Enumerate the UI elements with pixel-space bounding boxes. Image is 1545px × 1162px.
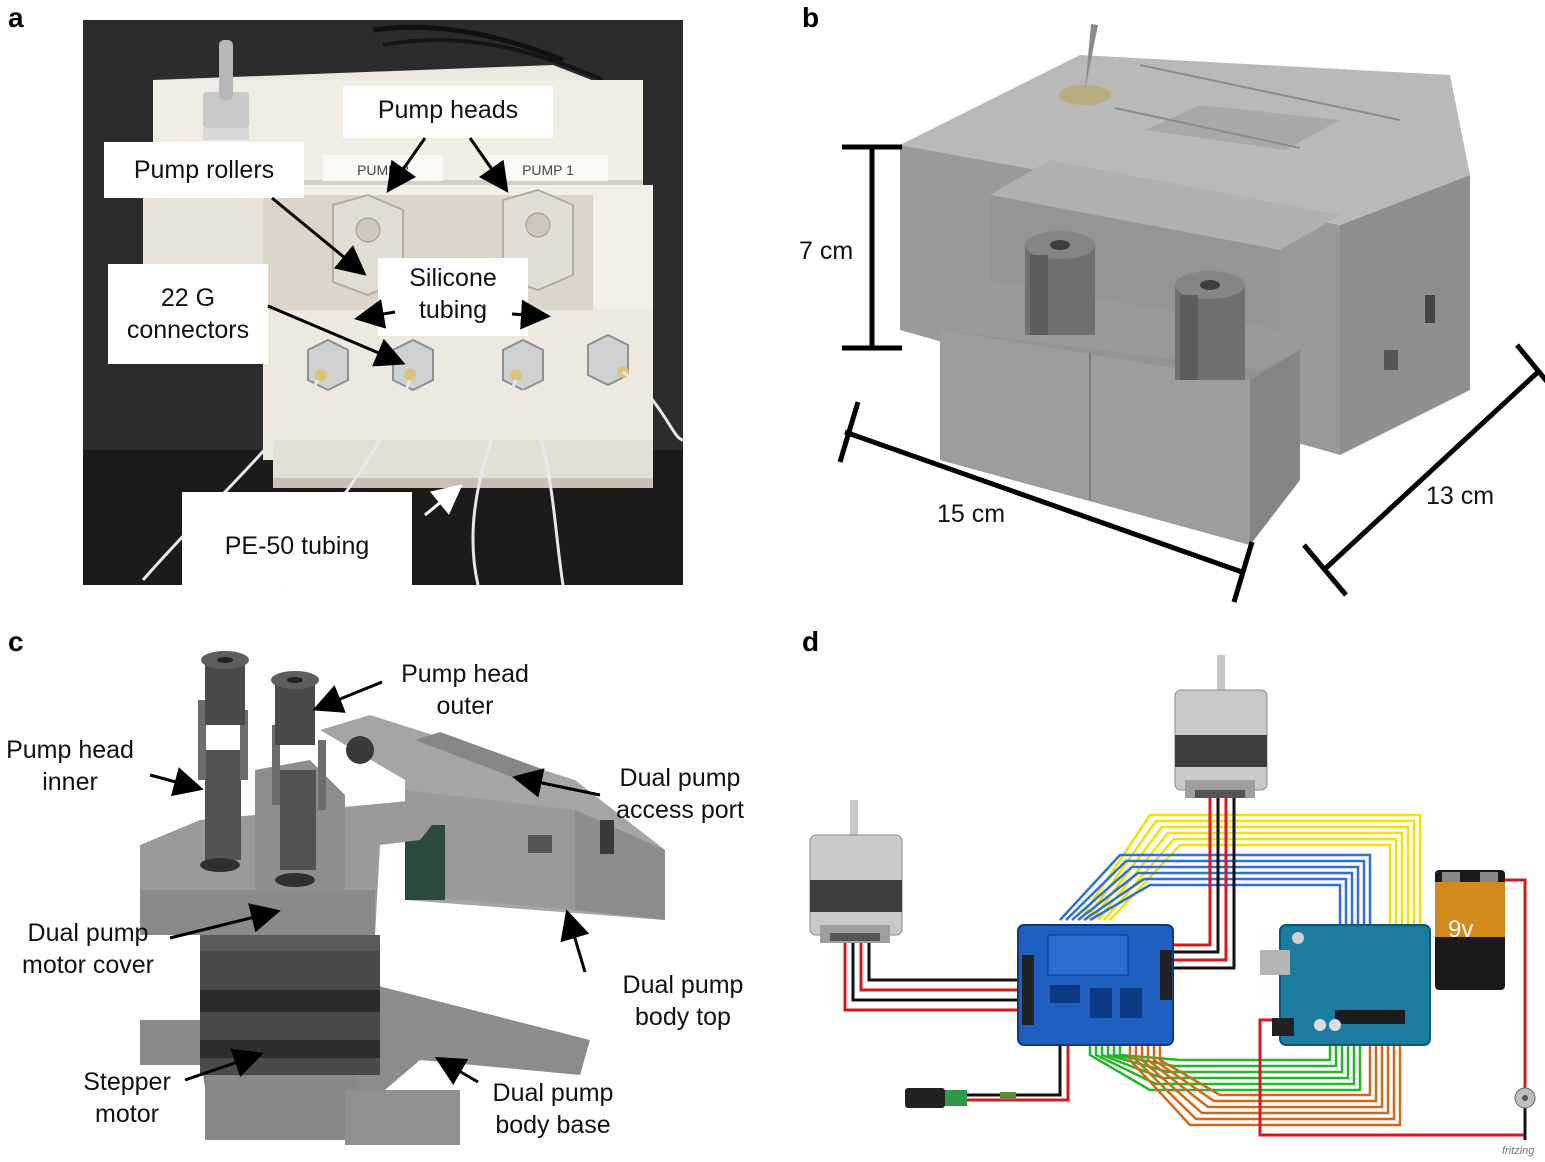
label-stepper: Stepper motor (62, 1066, 192, 1130)
dim-label-13cm: 13 cm (1426, 482, 1495, 510)
pump1-sticker: PUMP 1 (522, 162, 574, 178)
arrow-body-base (434, 1056, 479, 1086)
battery-9v (1435, 870, 1505, 990)
label-access-line1: Dual pump (619, 764, 741, 792)
label-silicone-line2: tubing (418, 296, 488, 324)
panel-c-arrows (149, 680, 601, 1086)
arrow-pump-head-2 (386, 137, 427, 193)
stepper-motor-left (809, 800, 903, 943)
label-head-inner: Pump head inner (0, 734, 140, 798)
battery-label: 9v (1448, 916, 1474, 943)
panel-a-arrows (267, 137, 551, 517)
panel-d: d (790, 620, 1545, 1162)
label-22g-line1: 22 G (160, 284, 216, 312)
panel-letter-a: a (8, 2, 24, 33)
label-body-top-line1: Dual pump (622, 971, 744, 999)
label-pump-rollers: Pump rollers (104, 142, 304, 198)
arrow-motor-cover (169, 903, 281, 940)
label-body-base: Dual pump body base (478, 1077, 628, 1141)
exploded-cad-model (140, 651, 665, 1145)
label-22g-connectors: 22 G connectors (108, 264, 268, 364)
fritzing-credit: fritzing (1502, 1145, 1535, 1157)
arrow-pe50 (424, 484, 463, 517)
stepper-motor-top (1174, 655, 1268, 798)
render-pump-enclosure (900, 24, 1470, 545)
dim-label-15cm: 15 cm (937, 500, 1006, 528)
dim-15cm-bar (844, 429, 1243, 575)
arrow-silicone-right (511, 299, 551, 330)
label-silicone-tubing: Silicone tubing (378, 258, 528, 336)
dim-13cm-bar (1324, 370, 1540, 570)
label-head-outer: Pump head outer (390, 658, 540, 722)
power-switch (1514, 1087, 1536, 1109)
arrow-head-inner (149, 767, 204, 797)
arrow-22g (267, 304, 406, 367)
dimension-bars (837, 144, 1545, 603)
dim-label-7cm: 7 cm (799, 237, 854, 265)
label-head-inner-line2: inner (42, 768, 98, 796)
label-access-port: Dual pump access port (605, 762, 755, 826)
arduino-uno-board (1260, 924, 1431, 1046)
arrow-silicone-left (354, 299, 396, 329)
arrow-stepper (184, 1048, 264, 1082)
arrow-pump-head-1 (468, 137, 509, 193)
label-body-base-line1: Dual pump (492, 1079, 614, 1107)
panel-letter-d: d (802, 626, 820, 657)
power-jack (905, 1088, 1016, 1108)
label-pe50-tubing: PE-50 tubing (182, 492, 412, 585)
label-pump-heads: Pump heads (343, 86, 553, 138)
label-head-outer-line2: outer (436, 692, 494, 720)
panel-a: a PUMP 2 PUMP 1 (0, 0, 700, 590)
label-22g-line2: connectors (126, 316, 250, 344)
panel-c: c (0, 620, 790, 1162)
label-access-line2: access port (616, 796, 744, 824)
label-body-base-line2: body base (495, 1111, 611, 1139)
panel-letter-c: c (8, 626, 24, 657)
label-motor-cover-line2: motor cover (22, 951, 154, 979)
arrow-access-port (512, 768, 601, 798)
label-motor-cover-line1: Dual pump (27, 919, 149, 947)
label-head-inner-line1: Pump head (6, 736, 134, 764)
label-body-top: Dual pump body top (608, 969, 758, 1033)
arrow-head-outer (312, 680, 383, 713)
label-head-outer-line1: Pump head (401, 660, 529, 688)
arrow-pump-rollers (271, 196, 367, 276)
label-stepper-line2: motor (95, 1100, 159, 1128)
panel-b: b (780, 0, 1545, 610)
label-body-top-line2: body top (635, 1003, 731, 1031)
label-stepper-line1: Stepper (83, 1068, 171, 1096)
arrow-body-top (560, 909, 590, 973)
panel-letter-b: b (802, 2, 820, 33)
fritzing-wiring-diagram (809, 655, 1536, 1140)
label-motor-cover: Dual pump motor cover (8, 917, 168, 981)
label-silicone-line1: Silicone (409, 264, 497, 292)
motor-shield-board (1017, 924, 1174, 1046)
